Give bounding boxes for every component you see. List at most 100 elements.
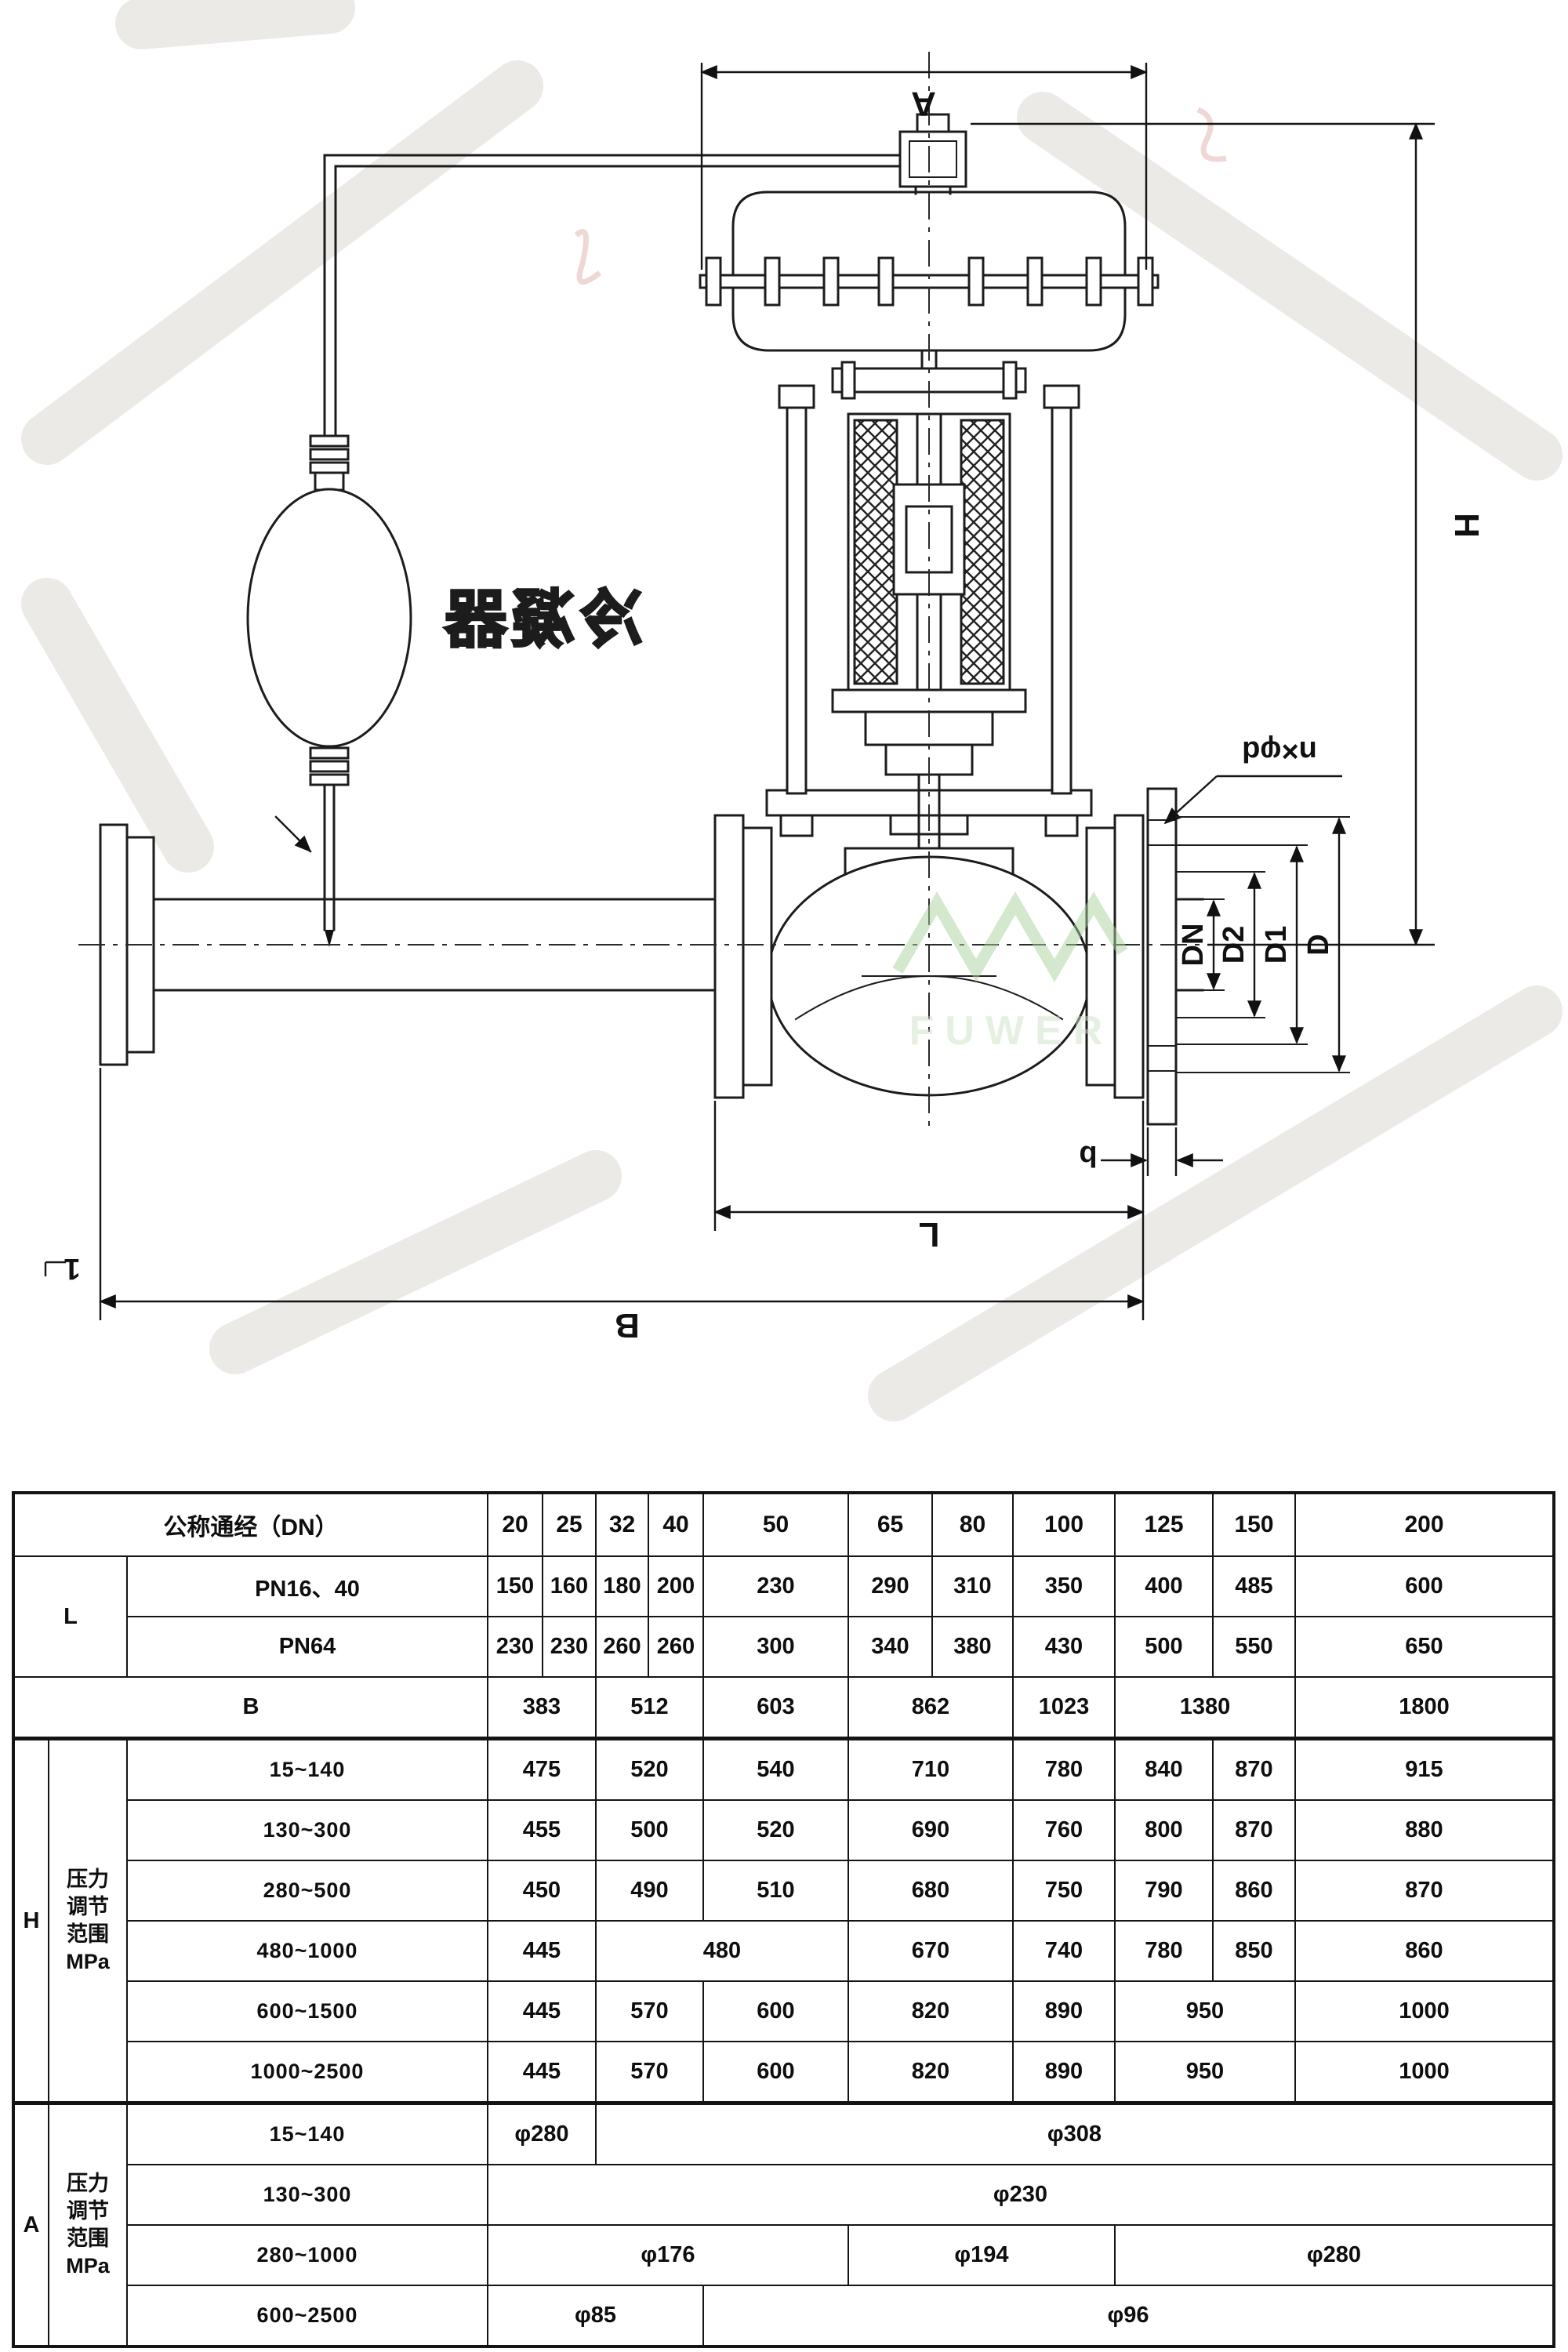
table-cell: 600~2500 <box>126 2285 488 2347</box>
table-cell: 870 <box>1212 1737 1296 1801</box>
table-cell: 100 <box>1012 1492 1116 1557</box>
dim-label-D2: D2 <box>1218 926 1250 964</box>
table-cell: 1380 <box>1114 1676 1296 1740</box>
table-cell: 压力 调节 范围 MPa <box>48 2101 128 2347</box>
table-cell: 915 <box>1294 1737 1555 1801</box>
table-cell: 490 <box>595 1860 704 1922</box>
dim-L: L <box>713 1101 1145 1254</box>
table-cell: 445 <box>487 1920 597 1982</box>
dim-label-b: b <box>1079 1139 1097 1172</box>
table-cell: 840 <box>1114 1737 1214 1801</box>
valve-drawing-area: 冷凝器 A H n×φd <box>21 0 1563 1421</box>
table-cell: 1800 <box>1294 1676 1555 1740</box>
table-cell: 950 <box>1114 2041 1296 2104</box>
table-cell: 150 <box>1212 1492 1296 1557</box>
table-cell: 380 <box>931 1616 1014 1678</box>
table-cell: 820 <box>848 2041 1014 2104</box>
background-watermark <box>21 0 1563 1421</box>
valve-body <box>713 787 1204 1126</box>
table-cell: 180 <box>595 1555 649 1617</box>
table-cell: φ308 <box>595 2101 1555 2165</box>
table-cell: φ176 <box>487 2224 849 2286</box>
dim-label-D1: D1 <box>1260 926 1293 964</box>
table-cell: 260 <box>595 1616 649 1678</box>
table-cell: 340 <box>848 1616 933 1678</box>
table-cell: H <box>13 1737 49 2104</box>
table-cell: PN64 <box>126 1616 488 1678</box>
table-cell: 570 <box>595 2041 704 2104</box>
table-cell: 450 <box>487 1860 597 1922</box>
table-cell: 300 <box>702 1616 849 1678</box>
dim-b: b <box>1079 1127 1223 1176</box>
brand-watermark: FUWER <box>892 891 1128 1054</box>
table-cell: 480 <box>595 1920 849 1982</box>
table-cell: 1023 <box>1012 1676 1116 1740</box>
brand-watermark-text: FUWER <box>909 1008 1114 1054</box>
table-cell: 350 <box>1012 1555 1116 1617</box>
dim-label-B: B <box>615 1306 640 1345</box>
table-cell: φ85 <box>487 2285 704 2347</box>
dim-B: B 1 <box>44 1068 1145 1345</box>
table-cell: 680 <box>848 1860 1014 1922</box>
table-cell: 400 <box>1114 1555 1214 1617</box>
table-cell: 80 <box>931 1492 1014 1557</box>
table-cell: 520 <box>595 1737 704 1801</box>
condenser <box>246 154 902 947</box>
table-cell: 50 <box>702 1492 849 1557</box>
table-cell: 790 <box>1114 1860 1214 1922</box>
dim-label-A: A <box>911 85 936 123</box>
table-cell: 603 <box>702 1676 849 1740</box>
table-cell: 280~1000 <box>126 2224 488 2286</box>
table-cell: φ194 <box>848 2224 1116 2286</box>
table-cell: 540 <box>702 1737 849 1801</box>
table-cell: B <box>13 1676 488 1740</box>
table-cell: 480~1000 <box>126 1920 488 1982</box>
dim-label-H: H <box>1447 513 1486 538</box>
dim-label-DN: DN <box>1177 924 1210 967</box>
table-cell: 670 <box>848 1920 1014 1982</box>
table-cell: 760 <box>1012 1799 1116 1861</box>
table-cell: 160 <box>542 1555 597 1617</box>
table-cell: 20 <box>487 1492 543 1557</box>
valve-drawing: 冷凝器 A H n×φd <box>21 0 1563 1421</box>
table-cell: 500 <box>1114 1616 1214 1678</box>
table-cell: 950 <box>1114 1980 1296 2042</box>
dim-label-bolt-holes: n×φd <box>1242 735 1317 768</box>
table-cell: 512 <box>595 1676 704 1740</box>
table-cell: 310 <box>931 1555 1014 1617</box>
table-cell: 520 <box>702 1799 849 1861</box>
table-cell: 570 <box>595 1980 704 2042</box>
table-cell: 230 <box>542 1616 597 1678</box>
dimensions: A H n×φd b <box>44 63 1486 1345</box>
table-cell: 890 <box>1012 2041 1116 2104</box>
table-cell: 600 <box>702 1980 849 2042</box>
table-cell: 230 <box>487 1616 543 1678</box>
table-cell: 40 <box>648 1492 704 1557</box>
table-cell: 430 <box>1012 1616 1116 1678</box>
table-cell: 550 <box>1212 1616 1296 1678</box>
table-cell: 1000 <box>1294 2041 1555 2104</box>
table-cell: 65 <box>848 1492 933 1557</box>
table-cell: 820 <box>848 1980 1014 2042</box>
table-cell: PN16、40 <box>126 1555 488 1617</box>
table-cell: 860 <box>1294 1920 1555 1982</box>
table-cell: 750 <box>1012 1860 1116 1922</box>
table-cell: 510 <box>702 1860 849 1922</box>
table-cell: 890 <box>1012 1980 1116 2042</box>
table-cell: φ230 <box>487 2164 1555 2226</box>
section-mark: 1 <box>64 1252 80 1285</box>
dim-label-D: D <box>1302 934 1335 955</box>
table-cell: φ280 <box>487 2101 597 2165</box>
table-cell: 740 <box>1012 1920 1116 1982</box>
dim-label-L: L <box>919 1215 940 1254</box>
table-cell: 260 <box>648 1616 704 1678</box>
